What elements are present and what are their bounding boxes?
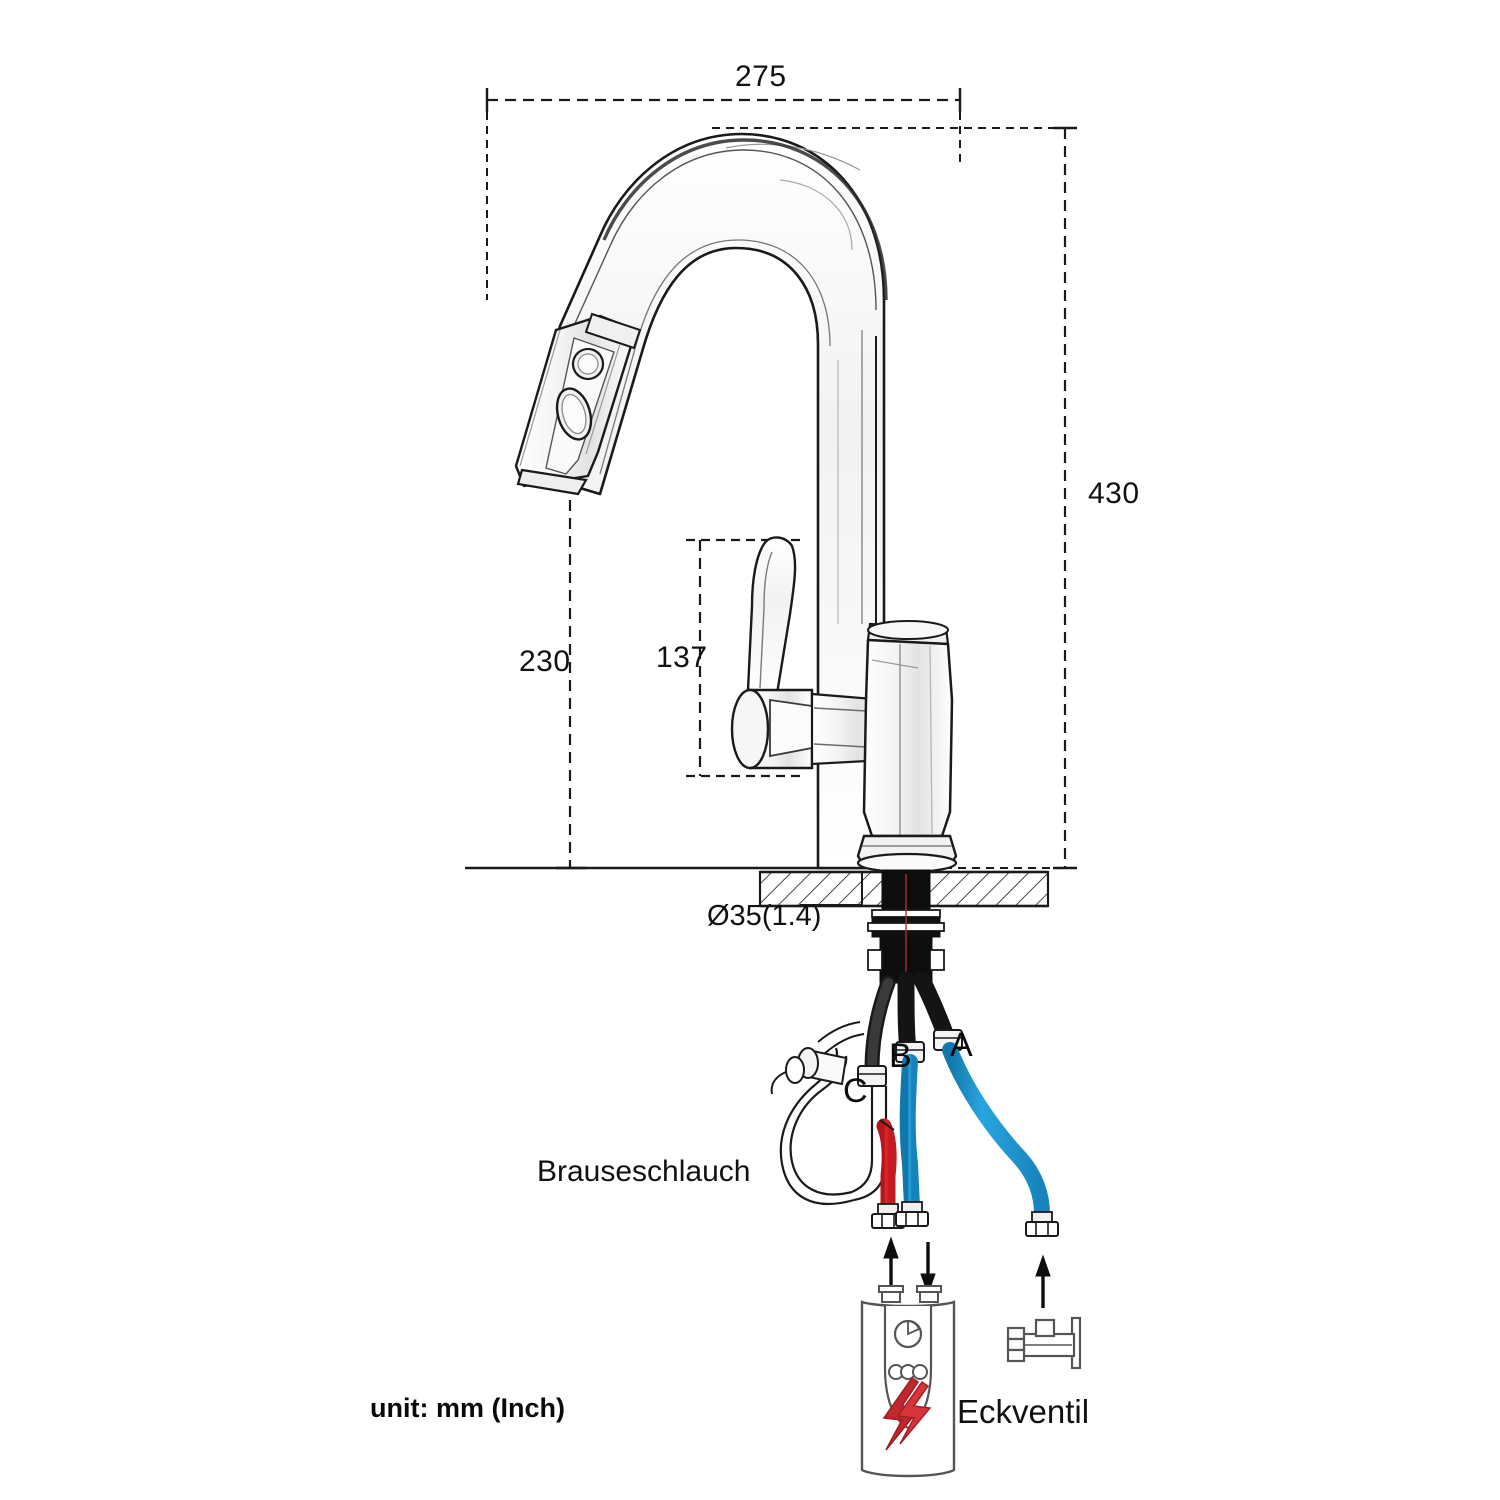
dimension-lines: [465, 88, 1077, 870]
hose-label-c: C: [843, 1072, 868, 1110]
hose-label-b: B: [889, 1037, 912, 1075]
unit-note: unit: mm (Inch): [370, 1393, 565, 1423]
hose-fitting-b: [895, 1201, 929, 1227]
gooseneck-spout: [518, 132, 888, 870]
dimension-label-275: 275: [735, 60, 787, 93]
dimension-label-230: 230: [519, 645, 571, 678]
angle-valve-icon: [1006, 1316, 1082, 1370]
spray-head: [514, 312, 642, 496]
mount-hole-diameter-label: Ø35(1.4): [707, 900, 822, 932]
mounting-shank: [800, 869, 945, 984]
part-label-brauseschlauch: Brauseschlauch: [537, 1155, 751, 1188]
hose-bundle: [770, 971, 1059, 1237]
part-label-eckventil: Eckventil: [957, 1393, 1090, 1430]
dimension-label-137: 137: [656, 641, 708, 674]
hose-coupling: [770, 1021, 865, 1095]
hose-label-a: A: [950, 1026, 973, 1064]
water-heater: [860, 1285, 956, 1478]
hose-fitting-a: [1025, 1211, 1059, 1237]
dimension-label-430: 430: [1088, 477, 1140, 510]
faucet-base-body: [856, 620, 958, 874]
flow-arrows: [883, 1236, 1051, 1308]
